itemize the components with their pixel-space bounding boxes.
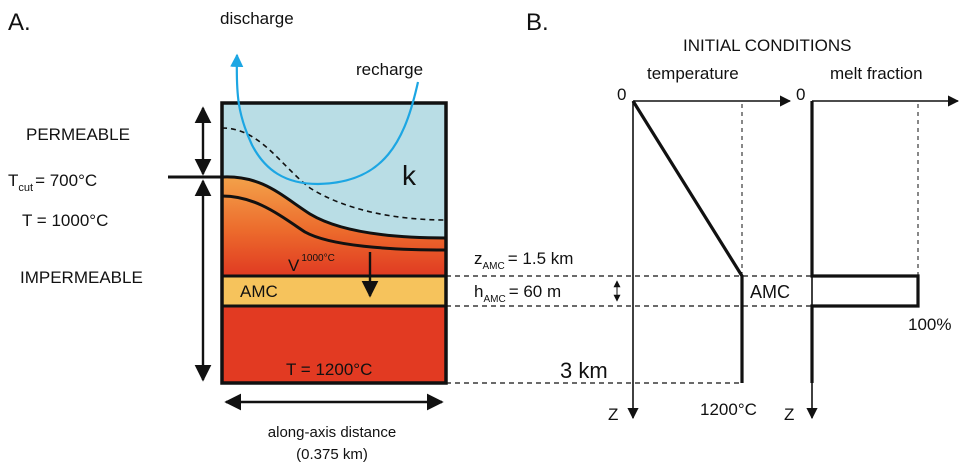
melt-fraction-label: melt fraction	[830, 64, 923, 83]
hydrothermal-flow-path	[230, 53, 420, 186]
model-box	[220, 101, 448, 385]
h-amc-label: hAMC= 60 m	[474, 282, 561, 305]
t1000-label: T = 1000°C	[22, 211, 108, 230]
molten-layer	[222, 306, 446, 383]
discharge-label: discharge	[220, 9, 294, 28]
impermeable-label: IMPERMEABLE	[20, 268, 143, 287]
hot-transition-layer	[222, 176, 446, 276]
amc-label-b: AMC	[750, 282, 790, 302]
amc-layer	[222, 276, 446, 306]
dashed-permeability-front	[221, 127, 447, 221]
depth-3km-label: 3 km	[560, 358, 608, 383]
t1200-label-a: T = 1200°C	[286, 360, 372, 379]
isotherm-1000	[221, 194, 447, 252]
z-axis-label-temp: Z	[608, 405, 618, 424]
melt-fraction-profile	[810, 101, 920, 383]
temperature-profile	[631, 100, 744, 383]
amc-label-a: AMC	[240, 282, 278, 301]
z-axis-label-melt: Z	[784, 405, 794, 424]
panel-b-letter: B.	[526, 9, 549, 36]
xaxis-line2: (0.375 km)	[296, 446, 368, 463]
xaxis-line1: along-axis distance	[268, 424, 396, 441]
permeable-label: PERMEABLE	[26, 125, 130, 144]
t1200-label-b: 1200°C	[700, 400, 757, 419]
temperature-label: temperature	[647, 64, 739, 83]
zero-melt-label: 0	[796, 85, 805, 104]
box-outline	[220, 101, 448, 385]
tcut-label: Tcut= 700°C	[8, 171, 97, 194]
initial-conditions-title: INITIAL CONDITIONS	[683, 36, 851, 55]
panel-a-letter: A.	[8, 9, 31, 36]
k-label: k	[402, 160, 417, 191]
pct-100-label: 100%	[908, 315, 951, 334]
zero-temp-label: 0	[617, 85, 626, 104]
z-amc-label: zAMC= 1.5 km	[474, 249, 573, 272]
isotherm-700	[221, 175, 447, 240]
recharge-label: recharge	[356, 60, 423, 79]
